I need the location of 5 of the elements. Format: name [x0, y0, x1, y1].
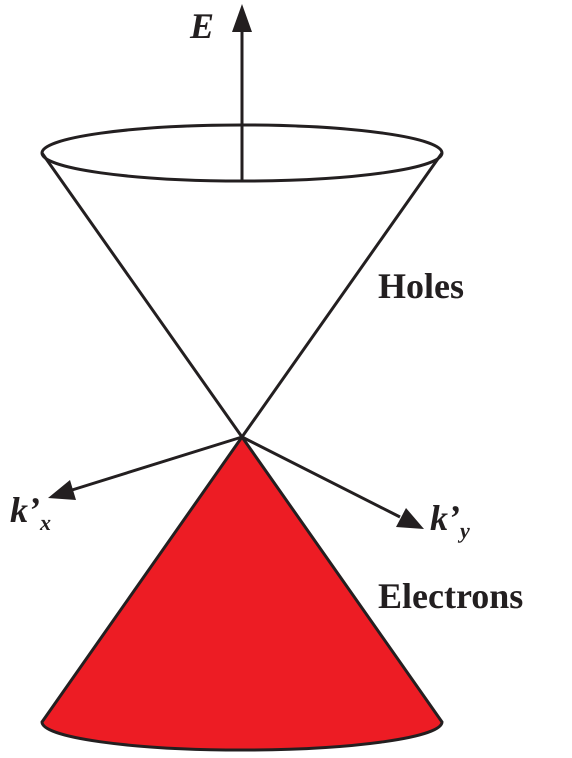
axis-label: E	[190, 8, 214, 44]
axis-label: k’$_{x}$	[10, 492, 51, 534]
axis-label: k’$_{y}$	[430, 500, 470, 542]
band-label: Holes	[378, 268, 464, 304]
band-label: Electrons	[378, 578, 524, 614]
